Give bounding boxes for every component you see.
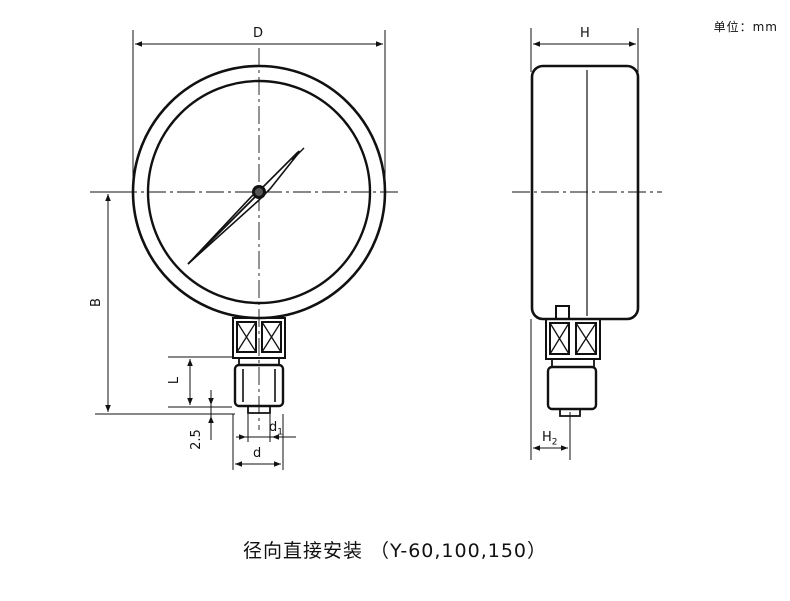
dim-label-B: B [88, 298, 104, 307]
side-socket [545, 305, 601, 417]
gauge-pointer [187, 147, 305, 265]
dim-label-H2: H2 [542, 430, 558, 448]
thread-connector [233, 363, 285, 408]
dim-label-d: d [253, 446, 262, 461]
dim-label-d1-sub: 1 [277, 427, 283, 438]
side-case [530, 64, 640, 321]
dim-label-H: H [580, 26, 590, 41]
dim-label-2-5: 2.5 [188, 429, 204, 450]
dim-label-H2-sub: 2 [551, 437, 558, 448]
side-view [512, 28, 662, 460]
figure-caption: 径向直接安装 （Y-60,100,150） [242, 540, 548, 562]
front-view [90, 30, 400, 470]
dim-label-d1: d1 [269, 420, 283, 438]
dim-label-D: D [253, 26, 264, 41]
dim-label-L: L [167, 376, 183, 385]
unit-label: 单位：mm [713, 20, 778, 34]
